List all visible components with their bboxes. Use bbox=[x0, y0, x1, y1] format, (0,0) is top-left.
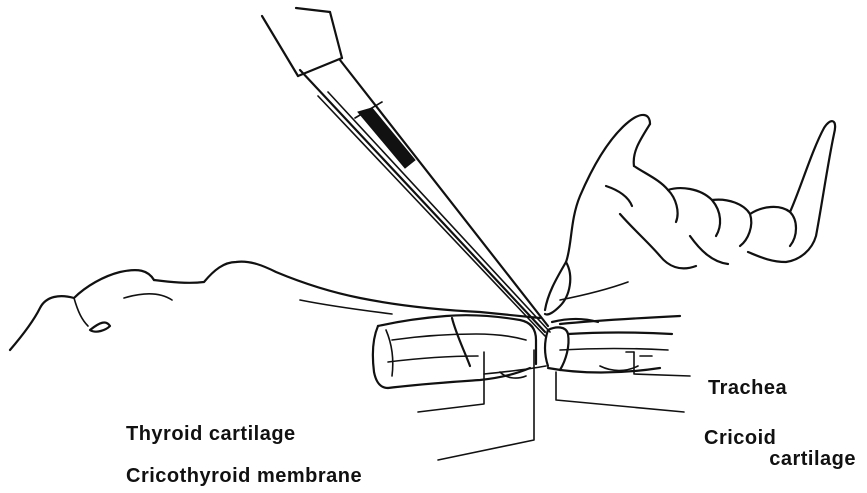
needle-catheter bbox=[262, 8, 550, 336]
label-thyroid-cartilage: Thyroid cartilage bbox=[126, 424, 296, 444]
label-cricoid-line1: Cricoid bbox=[704, 428, 856, 449]
label-trachea: Trachea bbox=[708, 378, 787, 398]
patient-profile bbox=[10, 262, 680, 350]
label-cricoid-cartilage: Cricoid cartilage bbox=[704, 428, 856, 470]
hand bbox=[545, 115, 835, 315]
label-cricoid-line2: cartilage bbox=[704, 449, 856, 470]
label-cricothyroid-membrane: Cricothyroid membrane bbox=[126, 466, 362, 486]
leader-lines bbox=[418, 350, 690, 460]
larynx bbox=[373, 315, 672, 388]
